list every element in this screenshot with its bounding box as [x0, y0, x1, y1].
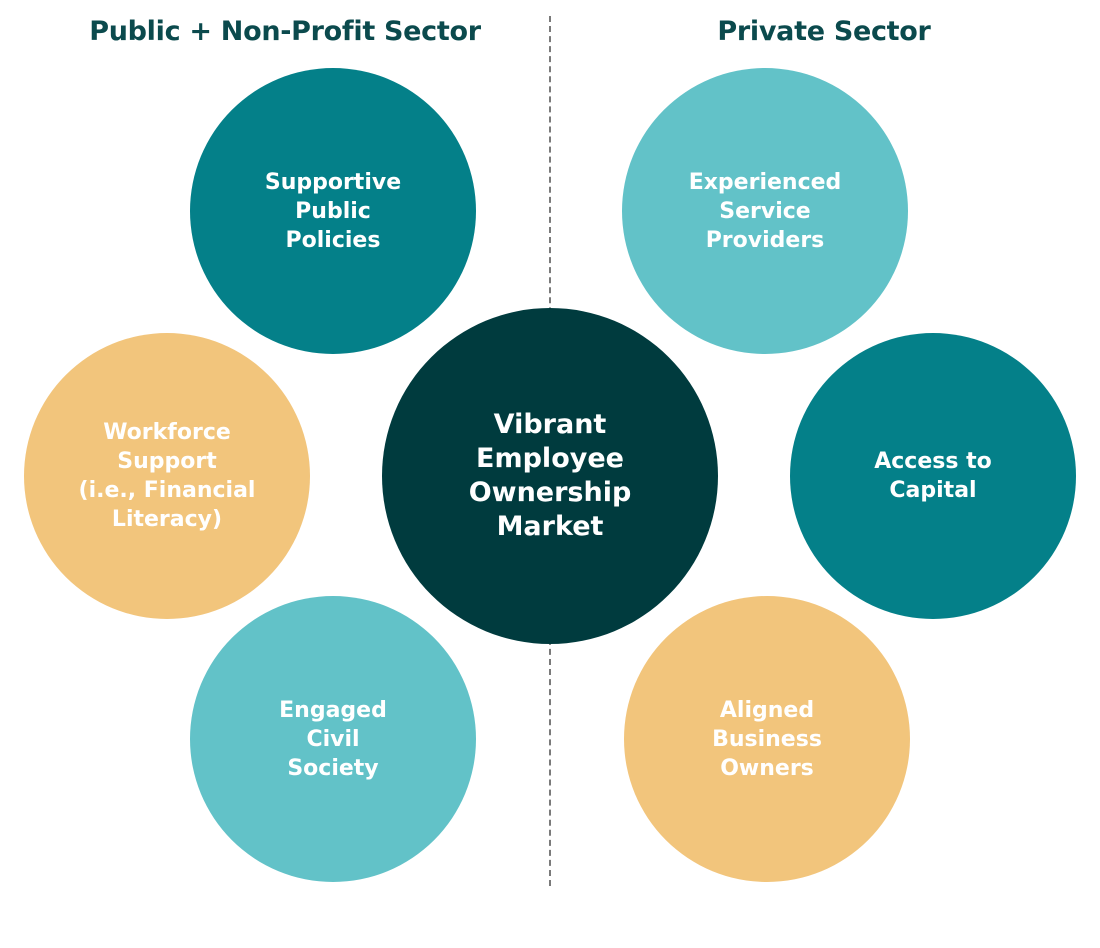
- engaged-civil-society-circle: Engaged Civil Society: [190, 596, 476, 882]
- experienced-service-providers-circle: Experienced Service Providers: [622, 68, 908, 354]
- supportive-public-policies-circle: Supportive Public Policies: [190, 68, 476, 354]
- vibrant-employee-ownership-market-circle: Vibrant Employee Ownership Market: [382, 308, 718, 644]
- workforce-support-label: Workforce Support (i.e., Financial Liter…: [78, 420, 256, 532]
- workforce-support-circle: Workforce Support (i.e., Financial Liter…: [24, 333, 310, 619]
- access-to-capital-circle: Access to Capital: [790, 333, 1076, 619]
- access-to-capital-label: Access to Capital: [874, 449, 992, 503]
- center-label: Vibrant Employee Ownership Market: [468, 409, 632, 542]
- supportive-public-policies-label: Supportive Public Policies: [264, 169, 402, 253]
- engaged-civil-society-label: Engaged Civil Society: [279, 697, 387, 781]
- public-nonprofit-sector-heading: Public + Non-Profit Sector: [89, 16, 481, 47]
- aligned-business-owners-label: Aligned Business Owners: [712, 697, 822, 781]
- experienced-service-providers-label: Experienced Service Providers: [688, 169, 842, 253]
- private-sector-heading: Private Sector: [717, 16, 931, 47]
- aligned-business-owners-circle: Aligned Business Owners: [624, 596, 910, 882]
